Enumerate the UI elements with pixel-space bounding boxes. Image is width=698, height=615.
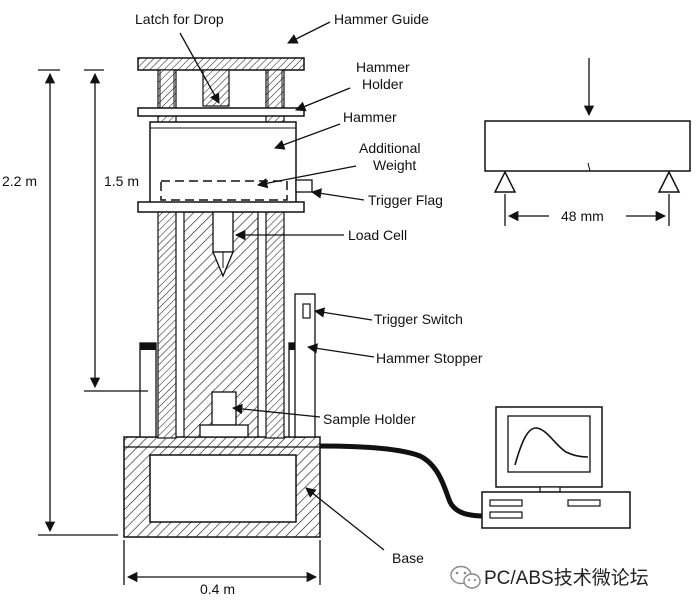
label-base: Base [392,550,424,566]
trigger-switch [294,293,316,438]
right-support [657,170,681,193]
dimension-drop-height [84,69,148,392]
watermark: PC/ABS技术微论坛 [450,565,649,589]
specimen-beam [484,120,691,172]
watermark-text: PC/ABS技术微论坛 [484,567,649,589]
label-hammer-guide: Hammer Guide [334,11,429,27]
left-support [493,170,517,193]
computer [319,406,631,529]
three-point-bend-schematic [484,58,691,226]
label-hammer-holder-line2: Holder [362,76,404,92]
label-base-width: 0.4 m [200,581,235,597]
label-additional-weight-line2: Weight [373,157,416,173]
leader-lines [179,21,385,551]
label-latch-for-drop: Latch for Drop [135,11,224,27]
label-hammer: Hammer [343,109,397,125]
label-hammer-stopper: Hammer Stopper [376,350,483,366]
computer-case [481,491,631,529]
dimension-total-height [38,69,118,536]
labels: Latch for Drop Hammer Guide Hammer Holde… [2,11,604,597]
base [123,436,321,538]
label-hammer-holder-line1: Hammer [356,59,410,75]
signal-cable [319,443,486,519]
label-span: 48 mm [561,208,604,224]
label-additional-weight-line1: Additional [359,140,421,156]
trigger-flag [295,179,313,193]
load-cell [212,211,234,278]
hammer-holder [137,107,305,117]
label-total-height: 2.2 m [2,173,37,189]
label-load-cell: Load Cell [348,227,407,243]
wechat-icon [450,565,481,589]
dimension-base-width [123,540,321,585]
impact-signal-curve [514,427,589,466]
label-drop-height: 1.5 m [104,173,139,189]
hammer [137,121,313,213]
label-trigger-flag: Trigger Flag [368,192,443,208]
label-sample-holder: Sample Holder [323,411,416,427]
label-trigger-switch: Trigger Switch [374,311,463,327]
additional-weight [160,180,288,201]
monitor-screen [507,415,591,473]
